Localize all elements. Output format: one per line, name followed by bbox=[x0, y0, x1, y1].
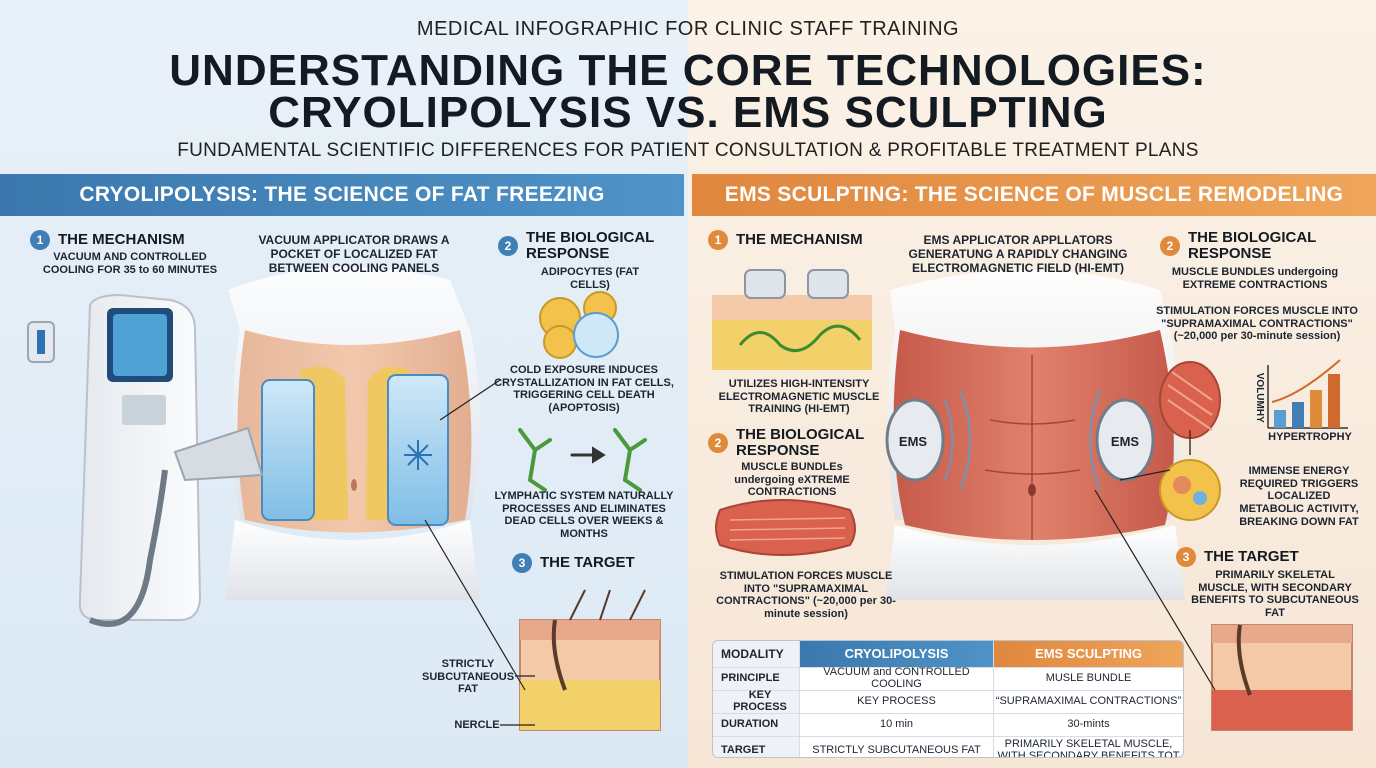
cooling-panel-right bbox=[387, 374, 449, 526]
muscle-fibers-right bbox=[1159, 361, 1221, 439]
ems-stimulation-right: STIMULATION FORCES MUSCLE INTO "SUPRAMAX… bbox=[1156, 305, 1358, 343]
ems-muscle-bundles-right: MUSCLE BUNDLES undergoing EXTREME CONTRA… bbox=[1171, 266, 1339, 291]
ems-muscle-bundles-left: MUSCLE BUNDLEs undergoing eXTREME CONTRA… bbox=[734, 461, 850, 499]
table-row: PRINCIPLE VACUUM and CONTROLLED COOLING … bbox=[713, 667, 1183, 690]
ems-section-band: EMS SCULPTING: THE SCIENCE OF MUSCLE REM… bbox=[692, 174, 1376, 216]
table-header-cell: CRYOLIPOLYSIS bbox=[799, 641, 993, 667]
cryo-section-band: CRYOLIPOLYSIS: THE SCIENCE OF FAT FREEZI… bbox=[0, 174, 684, 216]
header: MEDICAL INFOGRAPHIC FOR CLINIC STAFF TRA… bbox=[0, 0, 1376, 172]
table-header-row: MODALITY CRYOLIPOLYSIS EMS SCULPTING bbox=[713, 641, 1183, 667]
step-number-badge: 2 bbox=[1160, 235, 1180, 256]
step-number-badge: 1 bbox=[30, 230, 50, 250]
page-subtitle: FUNDAMENTAL SCIENTIFIC DIFFERENCES FOR P… bbox=[177, 140, 1199, 161]
step-title-line2: RESPONSE bbox=[1188, 244, 1272, 262]
hypertrophy-chart-xlabel: HYPERTROPHY bbox=[1268, 431, 1352, 443]
ems-energy-note: IMMENSE ENERGY REQUIRED TRIGGERS LOCALIZ… bbox=[1239, 465, 1359, 528]
cryo-applicator-note: VACUUM APPLICATOR DRAWS A POCKET OF LOCA… bbox=[258, 233, 450, 275]
table-cell: KEY PROCESS bbox=[799, 691, 993, 713]
step-title-line2: RESPONSE bbox=[736, 441, 820, 459]
hypertrophy-chart bbox=[1267, 359, 1348, 429]
table-cell: DURATION bbox=[713, 714, 799, 736]
cryo-step1-heading: 1 THE MECHANISM bbox=[30, 230, 185, 250]
table-row: TARGET STRICTLY SUBCUTANEOUS FAT PRIMARI… bbox=[713, 736, 1183, 757]
ems-paddle-left-label: EMS bbox=[898, 434, 928, 449]
comparison-table: MODALITY CRYOLIPOLYSIS EMS SCULPTING PRI… bbox=[712, 640, 1184, 758]
step-number-badge: 2 bbox=[708, 432, 728, 453]
table-cell: TARGET bbox=[713, 737, 799, 757]
leader-lines-right bbox=[1094, 430, 1216, 691]
step-title-line1: THE BIOLOGICAL bbox=[526, 229, 655, 246]
step-title-line1: THE BIOLOGICAL bbox=[1188, 229, 1317, 246]
lymphatic-illustration bbox=[518, 428, 647, 492]
cryo-machine bbox=[27, 293, 264, 627]
eyebrow-text: MEDICAL INFOGRAPHIC FOR CLINIC STAFF TRA… bbox=[416, 18, 960, 40]
table-cell: MUSLE BUNDLE bbox=[993, 668, 1183, 690]
step-title-line1: THE BIOLOGICAL bbox=[736, 426, 865, 443]
cryo-lymphatic-note: LYMPHATIC SYSTEM NATURALLY PROCESSES AND… bbox=[494, 490, 674, 540]
ems-step1-heading: 1 THE MECHANISM bbox=[708, 230, 863, 250]
table-cell: PRINCIPLE bbox=[713, 668, 799, 690]
table-cell: STRICTLY SUBCUTANEOUS FAT bbox=[799, 737, 993, 757]
table-cell: PRIMARILY SKELETAL MUSCLE, WITH SECONDAR… bbox=[993, 737, 1183, 757]
skin-cross-section-left bbox=[519, 589, 661, 731]
leader-lines-left bbox=[424, 379, 535, 726]
cryo-adipocytes-label: ADIPOCYTES (FAT CELLS) bbox=[540, 266, 640, 291]
step-title: THE MECHANISM bbox=[736, 231, 863, 249]
cryo-mechanism-desc: VACUUM AND CONTROLLED COOLING FOR 35 to … bbox=[42, 251, 218, 276]
ems-hi-emt-note: UTILIZES HIGH-INTENSITY ELECTROMAGNETIC … bbox=[718, 378, 880, 416]
page-title-line2: CRYOLIPOLYSIS VS. EMS SCULPTING bbox=[268, 88, 1108, 137]
step-number-badge: 3 bbox=[512, 553, 532, 573]
table-header-cell: MODALITY bbox=[713, 641, 799, 667]
table-cell: 30-mints bbox=[993, 714, 1183, 736]
table-header-cell: EMS SCULPTING bbox=[993, 641, 1183, 667]
ems-target-label: PRIMARILY SKELETAL MUSCLE, WITH SECONDAR… bbox=[1191, 569, 1359, 619]
table-row: KEY PROCESS KEY PROCESS “SUPRAMAXIMAL CO… bbox=[713, 690, 1183, 713]
ems-paddle-right bbox=[1095, 398, 1155, 482]
cryo-nercle-label: NERCLE bbox=[454, 719, 500, 731]
metabolic-cells bbox=[1159, 440, 1221, 521]
table-row: DURATION 10 min 30-mints bbox=[713, 713, 1183, 736]
fat-cells-illustration bbox=[539, 291, 619, 359]
ems-stimulation-left: STIMULATION FORCES MUSCLE INTO "SUPRAMAX… bbox=[716, 570, 896, 620]
step-title: THE TARGET bbox=[540, 554, 635, 572]
cryo-crystallization-note: COLD EXPOSURE INDUCES CRYSTALLIZATION IN… bbox=[494, 364, 674, 414]
skin-cross-section-right bbox=[1211, 624, 1353, 731]
hypertrophy-chart-ylabel: VOLUMHY bbox=[1253, 372, 1265, 423]
page-title-line1: UNDERSTANDING THE CORE TECHNOLOGIES: bbox=[169, 46, 1207, 95]
ems-applicator-note: EMS APPLICATOR APPLLATORS GENERATUNG A R… bbox=[908, 233, 1128, 275]
table-cell: VACUUM and CONTROLLED COOLING bbox=[799, 667, 993, 690]
table-cell: “SUPRAMAXIMAL CONTRACTIONS” bbox=[993, 691, 1183, 713]
step-number-badge: 3 bbox=[1176, 547, 1196, 567]
ems-skin-inset bbox=[712, 269, 872, 370]
table-cell: 10 min bbox=[799, 714, 993, 736]
muscle-bundle-illustration bbox=[715, 499, 856, 556]
ems-paddle-right-label: EMS bbox=[1110, 434, 1140, 449]
table-cell: KEY PROCESS bbox=[713, 690, 799, 713]
cryo-target-label: STRICTLY SUBCUTANEOUS FAT bbox=[422, 658, 515, 696]
step-title-line2: RESPONSE bbox=[526, 244, 610, 262]
ems-step3-heading: 3 THE TARGET bbox=[1176, 547, 1299, 567]
step-number-badge: 2 bbox=[498, 235, 518, 256]
ems-paddle-left bbox=[885, 398, 945, 482]
step-title: THE TARGET bbox=[1204, 548, 1299, 566]
step-title: THE MECHANISM bbox=[58, 231, 185, 249]
cooling-panel-left bbox=[261, 379, 315, 521]
cryo-step3-heading: 3 THE TARGET bbox=[512, 553, 635, 573]
step-number-badge: 1 bbox=[708, 230, 728, 250]
